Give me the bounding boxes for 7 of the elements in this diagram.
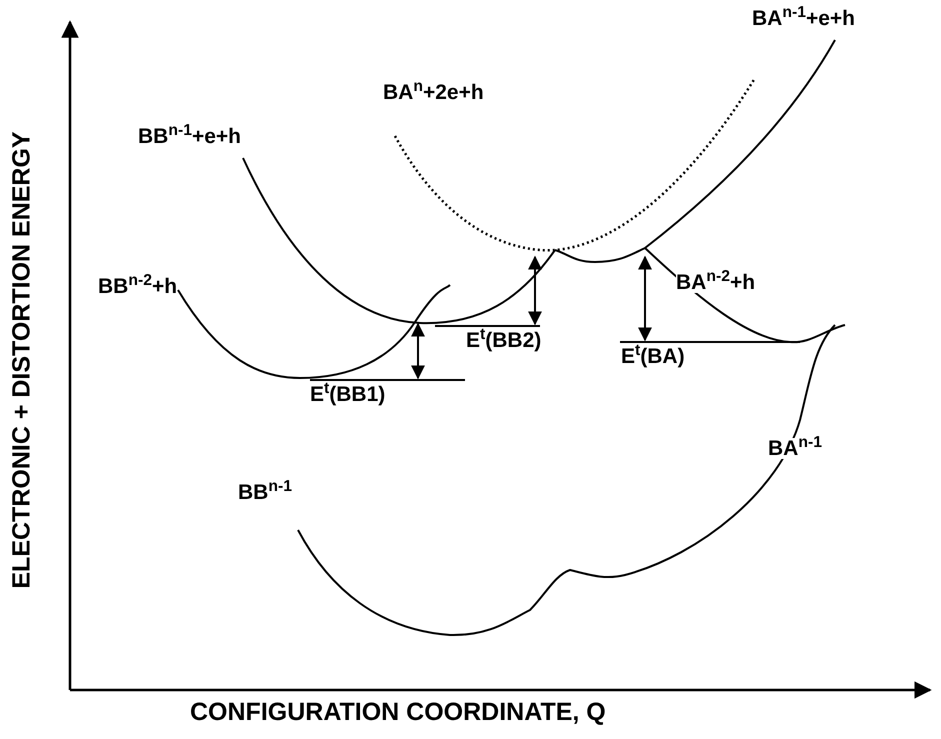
- energy-gap-label: E$^{t}$(BB1): [310, 384, 386, 405]
- energy-gap-label: E$^{t}$(BB2): [466, 330, 542, 351]
- axis-title: CONFIGURATION COORDINATE, Q: [190, 700, 606, 725]
- curve-label: BA$^{n-1}$: [768, 438, 822, 459]
- energy-gap-label: E$^{t}$(BA): [621, 346, 685, 367]
- curve-label: BA$^{n-2}$+h: [676, 272, 756, 293]
- axis-title: ELECTRONIC + DISTORTION ENERGY: [10, 131, 34, 589]
